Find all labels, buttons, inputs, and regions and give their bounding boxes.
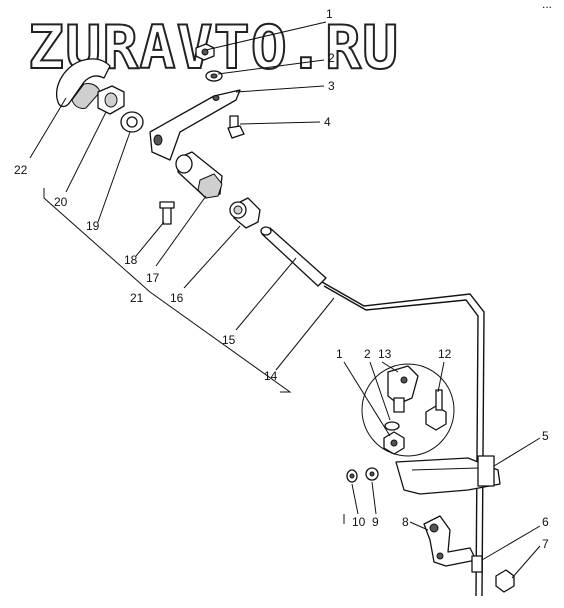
callout-1-top: 1 [326,7,333,21]
part-washer-19 [120,111,144,133]
callout-1-detail: 1 [336,347,343,361]
callout-22: 22 [14,163,28,177]
part-fitting-13 [387,365,419,413]
callout-8: 8 [402,515,409,529]
part-nut-1-top [195,43,215,61]
part-handle-knob [56,58,111,109]
callout-3: 3 [328,79,335,93]
callout-13: 13 [378,347,392,361]
callout-2-detail: 2 [364,347,371,361]
callout-20: 20 [54,195,68,209]
part-nut-1-detail [383,431,405,455]
part-bolt-4 [227,115,245,139]
detail-circle [361,363,455,457]
part-bolt-12 [425,389,447,431]
callout-4: 4 [324,115,331,129]
part-washer-2-top [205,70,223,82]
part-sleeve-16 [229,197,261,229]
part-nut-10 [346,469,358,483]
callout-19: 19 [86,219,100,233]
callout-16: 16 [170,291,184,305]
part-clip-6 [471,555,483,573]
callout-2-top: 2 [328,51,335,65]
callout-12: 12 [438,347,452,361]
part-fitting-17 [175,151,223,199]
part-bracket-3 [149,89,241,161]
callout-17: 17 [146,271,160,285]
callout-18: 18 [124,253,138,267]
callout-14: 14 [264,369,278,383]
part-control-rod [260,226,485,597]
part-bolt-7 [495,569,515,593]
assembly-frame-line [43,188,292,393]
part-lever-8 [423,515,477,567]
part-washer-2-detail [384,421,400,431]
callout-5: 5 [542,429,549,443]
callout-21: 21 [130,291,144,305]
callout-9: 9 [372,515,379,529]
part-washer-9 [365,467,379,481]
callout-10: 10 [352,515,366,529]
callout-7: 7 [542,537,549,551]
callout-6: 6 [542,515,549,529]
leader-lines [29,21,541,579]
part-hex-nut-20 [97,85,125,115]
corner-mark: ... [542,0,552,11]
callout-15: 15 [222,333,236,347]
part-pin-18 [159,201,175,225]
part-bracket-5 [395,455,501,495]
